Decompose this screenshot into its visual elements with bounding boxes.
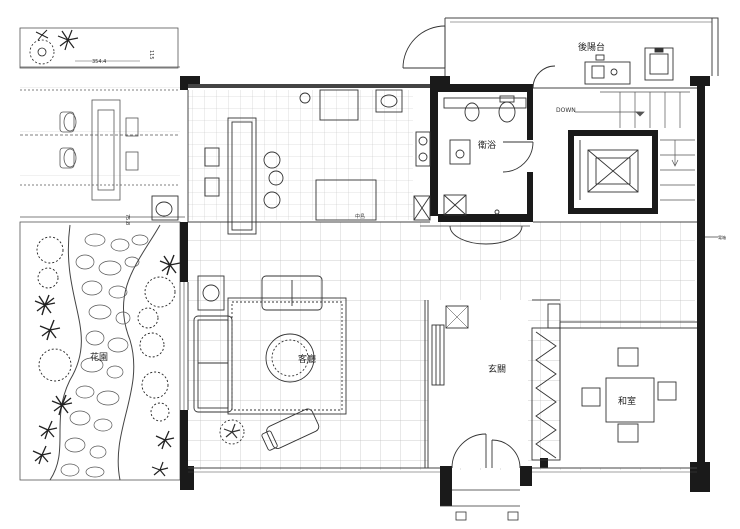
outdoor-dining-set bbox=[59, 99, 139, 201]
entrance-cabinets bbox=[431, 303, 561, 461]
partition-label: 75.8 bbox=[124, 214, 130, 225]
balcony-fixtures bbox=[584, 47, 674, 85]
terrace-plants bbox=[29, 29, 79, 65]
japanese-room-floor bbox=[560, 328, 695, 468]
staircase bbox=[575, 91, 695, 201]
terrace-basin bbox=[151, 195, 179, 221]
top-terrace bbox=[19, 27, 185, 218]
dimension-top: 354.4 bbox=[92, 59, 106, 65]
entrance-label: 玄關 bbox=[488, 363, 506, 375]
walls bbox=[180, 76, 710, 506]
bathroom-label: 衛浴 bbox=[478, 139, 496, 151]
stair-down-label: DOWN bbox=[556, 107, 576, 114]
doors bbox=[402, 25, 556, 469]
japanese-room-furniture bbox=[581, 321, 677, 443]
electric-panel-label: 電箱 bbox=[718, 234, 726, 240]
entry-steps bbox=[440, 489, 520, 521]
elevator bbox=[579, 140, 639, 200]
garden bbox=[19, 221, 181, 481]
back-balcony-label: 後陽台 bbox=[578, 41, 605, 53]
entrance-floor bbox=[428, 300, 528, 468]
living-room-label: 客廳 bbox=[298, 353, 316, 365]
japanese-room-label: 和室 bbox=[618, 395, 636, 407]
kitchen-fixtures bbox=[204, 89, 431, 235]
kitchen-tile bbox=[188, 90, 413, 220]
bathroom-fixtures bbox=[443, 95, 527, 216]
dimension-side: 115 bbox=[148, 50, 154, 60]
garden-label: 花園 bbox=[90, 351, 108, 363]
living-room-furniture bbox=[193, 275, 347, 451]
island-label: 中島 bbox=[355, 213, 365, 220]
terrace-deck bbox=[20, 67, 180, 217]
